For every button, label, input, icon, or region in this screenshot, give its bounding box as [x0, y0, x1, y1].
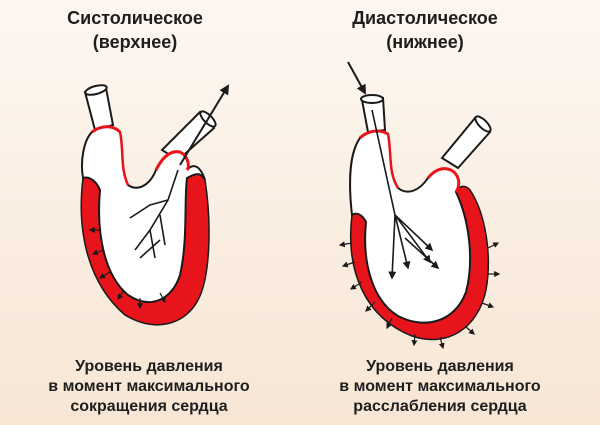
diastolic-caption-line2: в момент максимального — [339, 378, 541, 395]
diastolic-caption-line3: расслабления сердца — [353, 398, 527, 415]
diastolic-title-line2: (нижнее) — [386, 32, 464, 52]
diastolic-caption-line1: Уровень давления — [366, 358, 514, 375]
systolic-caption: Уровень давления в момент максимального … — [0, 357, 299, 417]
diastolic-pressure-arrows — [338, 241, 501, 350]
diastolic-atrium-accent-right — [426, 167, 461, 193]
systolic-pressure-arrows — [88, 227, 166, 310]
systolic-caption-line2: в момент максимального — [48, 378, 250, 395]
diastolic-title: Диастолическое (нижнее) — [305, 6, 545, 54]
diastolic-inflow-arrow — [347, 61, 366, 95]
diastolic-flow-branches — [371, 109, 440, 280]
systolic-atrium-accent-right — [154, 150, 190, 171]
systolic-caption-line1: Уровень давления — [75, 358, 223, 375]
diastolic-title-line1: Диастолическое — [352, 8, 498, 28]
diastolic-aorta — [360, 94, 387, 134]
diastolic-valve-accent — [386, 133, 400, 189]
diastolic-atrium-accent — [358, 129, 389, 140]
systolic-title-line2: (верхнее) — [92, 32, 178, 52]
systolic-atrium-accent — [91, 125, 122, 134]
diastolic-caption: Уровень давления в момент максимального … — [290, 357, 590, 417]
systolic-title: Систолическое (верхнее) — [15, 6, 255, 54]
diastolic-heart — [338, 61, 501, 350]
systolic-caption-line3: сокращения сердца — [70, 398, 228, 415]
systolic-flow-branches — [129, 169, 179, 259]
diastolic-pulmonary-artery — [440, 115, 492, 170]
systolic-heart — [80, 84, 230, 326]
systolic-title-line1: Систолическое — [67, 8, 203, 28]
systolic-aorta — [83, 84, 115, 132]
systolic-ejection-arrow — [179, 84, 230, 166]
systolic-valve-accent — [118, 131, 130, 186]
